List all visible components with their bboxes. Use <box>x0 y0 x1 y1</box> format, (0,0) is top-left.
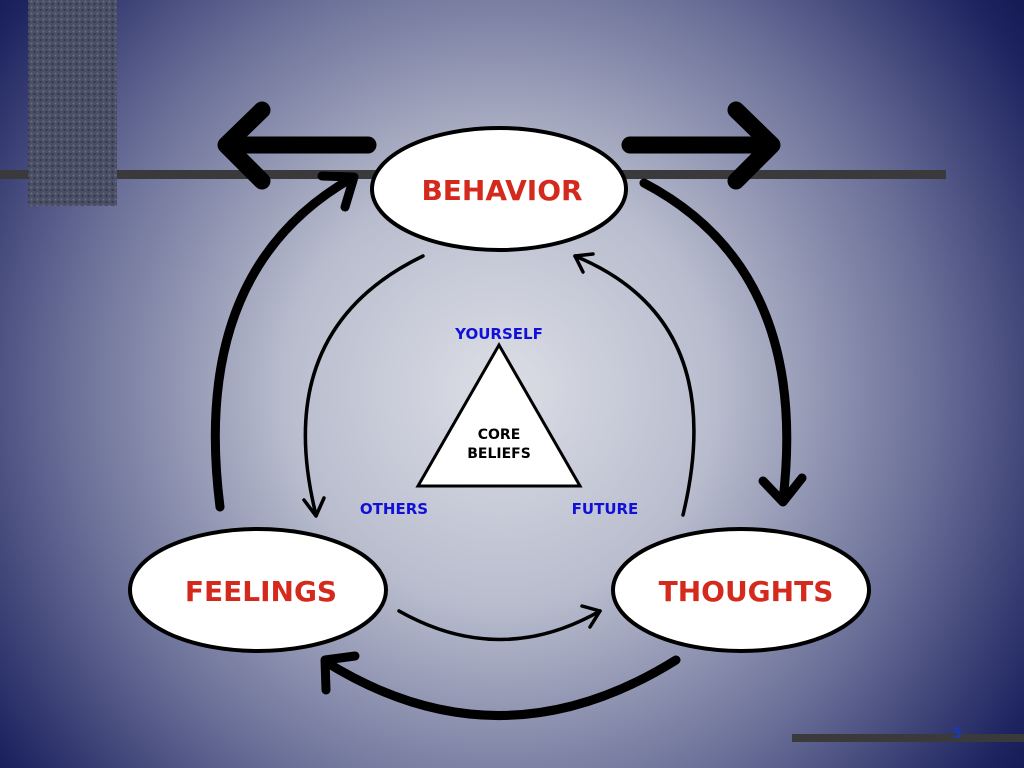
node-behavior: BEHAVIOR <box>370 126 628 252</box>
core-label: CORE <box>478 427 521 443</box>
feelings-label: FEELINGS <box>185 575 337 608</box>
page-number: 5 <box>952 726 962 742</box>
arrow-feelings-to-behavior <box>210 171 359 512</box>
inner-arrow-behavior-to-feelings <box>302 254 425 518</box>
arrow-thoughts-to-feelings <box>320 651 681 720</box>
bottom-rule <box>792 734 1024 742</box>
thoughts-label: THOUGHTS <box>659 575 834 608</box>
behavior-label: BEHAVIOR <box>421 174 582 207</box>
inner-arrow-feelings-to-thoughts <box>397 604 602 642</box>
yourself-label: YOURSELF <box>454 325 543 343</box>
core-beliefs-triangle: CORE BELIEFS <box>415 341 583 488</box>
right-arrow-icon <box>621 101 781 190</box>
future-label: FUTURE <box>572 500 639 518</box>
inner-arrow-thoughts-to-behavior <box>573 252 696 517</box>
others-label: OTHERS <box>360 500 428 518</box>
beliefs-label: BELIEFS <box>467 446 531 462</box>
node-thoughts: THOUGHTS <box>611 527 871 653</box>
node-feelings: FEELINGS <box>128 527 388 653</box>
arrow-behavior-to-thoughts <box>639 178 807 507</box>
left-arrow-icon <box>217 101 377 190</box>
textured-block <box>28 0 117 206</box>
